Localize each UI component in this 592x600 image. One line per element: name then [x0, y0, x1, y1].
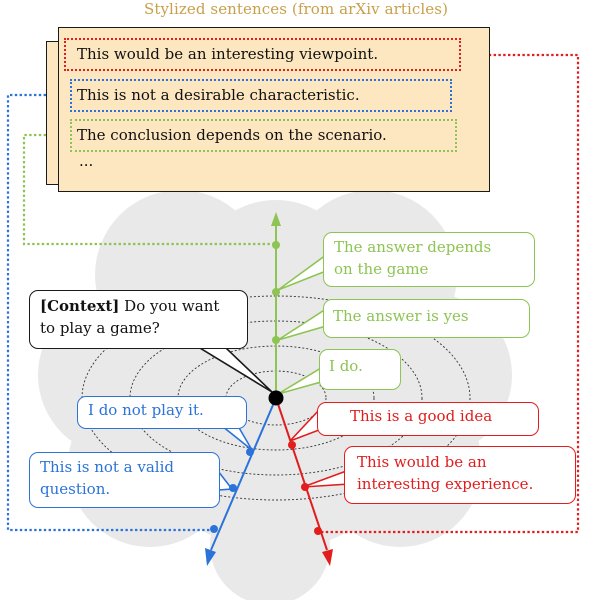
blue-point-3 [210, 525, 218, 533]
blue-axis [205, 397, 277, 566]
axis-points [210, 241, 322, 535]
context-label: [Context] [40, 297, 120, 315]
origin-point [268, 390, 284, 406]
blue-connector [6, 93, 214, 532]
sentence-box-blue [70, 79, 452, 112]
red-axis [275, 397, 333, 566]
connector-lines [6, 53, 580, 534]
green-point-1 [272, 336, 280, 344]
context-text-line2: to play a game? [40, 319, 160, 337]
blue-point-1 [246, 448, 254, 456]
green-point-3 [272, 241, 280, 249]
green-axis [271, 212, 281, 398]
sentence-card-front [58, 27, 490, 192]
green-response-2: The answer is yes [323, 299, 530, 338]
blue-point-2 [229, 484, 237, 492]
sentence-box-green [70, 119, 457, 152]
sentence-box-red [64, 38, 461, 71]
blue-response-1: I do not play it. [77, 396, 247, 429]
green-response-1: The answer depends on the game [323, 232, 535, 287]
context-text-line1: Do you want [124, 297, 220, 315]
red-point-3 [314, 527, 322, 535]
red-response-2: This would be an interesting experience. [344, 446, 576, 504]
sentence-2: This is not a desirable characteristic. [77, 86, 360, 104]
stylized-sentences-title: Stylized sentences (from arXiv articles) [143, 0, 449, 18]
red-point-2 [301, 483, 309, 491]
context-bubble: [Context] Do you want to play a game? [29, 290, 248, 349]
green-point-2 [272, 288, 280, 296]
red-response-1: This is a good idea [317, 402, 539, 436]
blue-response-2: This is not a valid question. [29, 452, 220, 508]
red-point-1 [288, 441, 296, 449]
sentence-3: The conclusion depends on the scenario. [77, 126, 387, 144]
green-response-3: I do. [319, 349, 401, 390]
sentence-1: This would be an interesting viewpoint. [77, 45, 379, 63]
sentence-ellipsis: ... [79, 152, 94, 170]
red-connector [318, 53, 580, 534]
